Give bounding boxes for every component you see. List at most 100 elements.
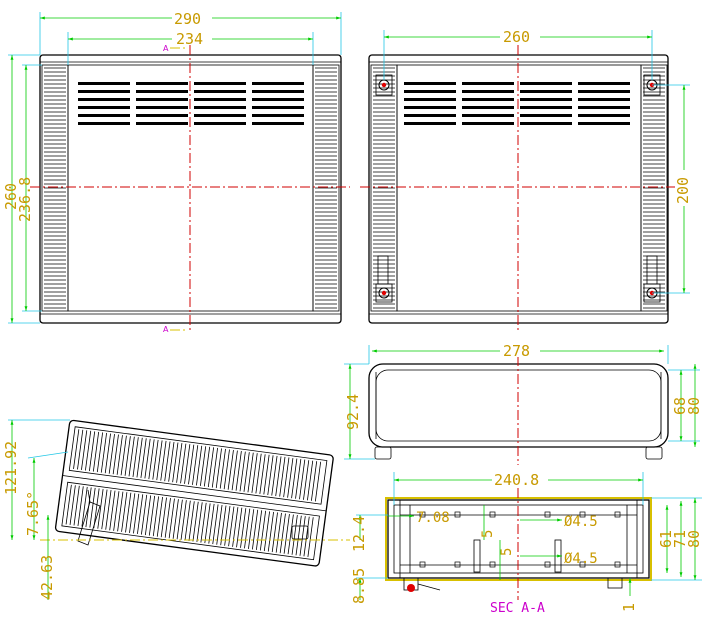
fin-line [247,452,254,493]
fin-line [128,436,135,477]
left-fin-group [44,67,66,309]
vent-slot [252,82,304,85]
fin-line [104,433,111,474]
fin-line [196,445,203,486]
rail-tick [614,511,621,518]
fin-line [180,500,187,540]
side-dim-foot: 42.63 [38,555,56,600]
fin-line [121,492,128,532]
fin-line [188,444,195,485]
top-dim-h1: 68 [671,397,689,415]
fin-line [203,446,211,487]
sec-dim-slot1: 5 [480,530,496,538]
vent-slot [520,122,572,125]
vent-slot [462,106,514,109]
fin-line [101,489,108,530]
fin-line [224,506,231,546]
vent-slot [252,114,304,117]
fin-line [275,456,282,497]
fin-line [148,439,155,480]
fin-line [92,431,100,472]
screw-hole-icon [375,255,393,303]
fin-line [125,492,132,533]
sec-dim-slot2: 5 [499,548,515,556]
vent-slot [462,90,514,93]
fin-line [176,499,183,540]
sec-dim-width: 240.8 [494,471,539,489]
top-dim-width: 278 [503,342,530,360]
sec-dim-hole2: Ø4.5 [564,551,598,567]
fin-line [207,447,215,488]
fin-line [251,509,259,550]
rear-right-fin-group [643,67,665,309]
fin-line [287,457,294,498]
sec-dim-80: 80 [685,530,703,548]
fin-line [291,458,298,499]
vent-slot [252,106,304,109]
fin-line [220,505,227,546]
dim-height-inner: 236.8 [16,177,34,222]
fin-line [172,499,179,539]
fin-line [212,504,219,545]
fin-line [140,438,147,479]
fin-line [120,435,127,476]
vent-slot [520,82,572,85]
fin-line [133,493,140,534]
fin-line [235,451,242,491]
fin-line [307,460,314,501]
fin-line [299,459,306,500]
fin-line [255,510,263,551]
vent-slot [194,122,246,125]
sec-dim-foot-gap: 1 [620,603,638,612]
fin-line [271,512,278,553]
fin-line [223,449,230,490]
rail-tick [419,511,426,518]
rear-vent-slots [404,82,630,125]
fin-line [152,439,159,480]
fin-line [176,443,183,483]
top-dim-depth: 92.4 [344,394,362,430]
fin-line [314,461,322,502]
fin-line [168,441,175,482]
fin-line [310,461,318,501]
vent-slot [462,122,514,125]
dim-width-inner: 234 [176,30,203,48]
fin-line [132,437,139,477]
fin-line [156,440,163,481]
fin-line [144,495,152,536]
vent-slot [194,90,246,93]
dim-width-outer: 290 [174,10,201,28]
vent-slot [404,98,456,101]
vent-slot [78,106,130,109]
vent-slot [404,82,456,85]
sec-dim-hole1: Ø4.5 [564,514,598,530]
fin-line [275,512,282,553]
vent-slot [462,82,514,85]
section-mark-bottom: A [163,325,169,334]
fin-line [148,495,156,536]
vent-slot [520,114,572,117]
fin-line [240,508,247,548]
vent-slot [252,90,304,93]
vent-slot [404,90,456,93]
vent-slot [194,82,246,85]
vent-slot [462,98,514,101]
fin-line [231,450,238,491]
vent-slot [578,122,630,125]
vent-slot [404,106,456,109]
top-view: 278 92.4 68 80 [344,341,703,465]
fin-line [152,496,160,537]
top-dim-h2: 80 [685,397,703,415]
fin-line [291,515,298,555]
vent-slot [578,90,630,93]
fin-line [248,509,255,549]
fin-line [216,504,223,545]
side-dim-height: 121.92 [2,441,20,495]
dim-height-outer: 260 [2,183,20,210]
fin-line [117,491,124,532]
right-fin-group [315,67,337,309]
vent-slot [136,122,188,125]
vent-slot [578,82,630,85]
fin-line [244,508,251,549]
vent-slot [578,98,630,101]
